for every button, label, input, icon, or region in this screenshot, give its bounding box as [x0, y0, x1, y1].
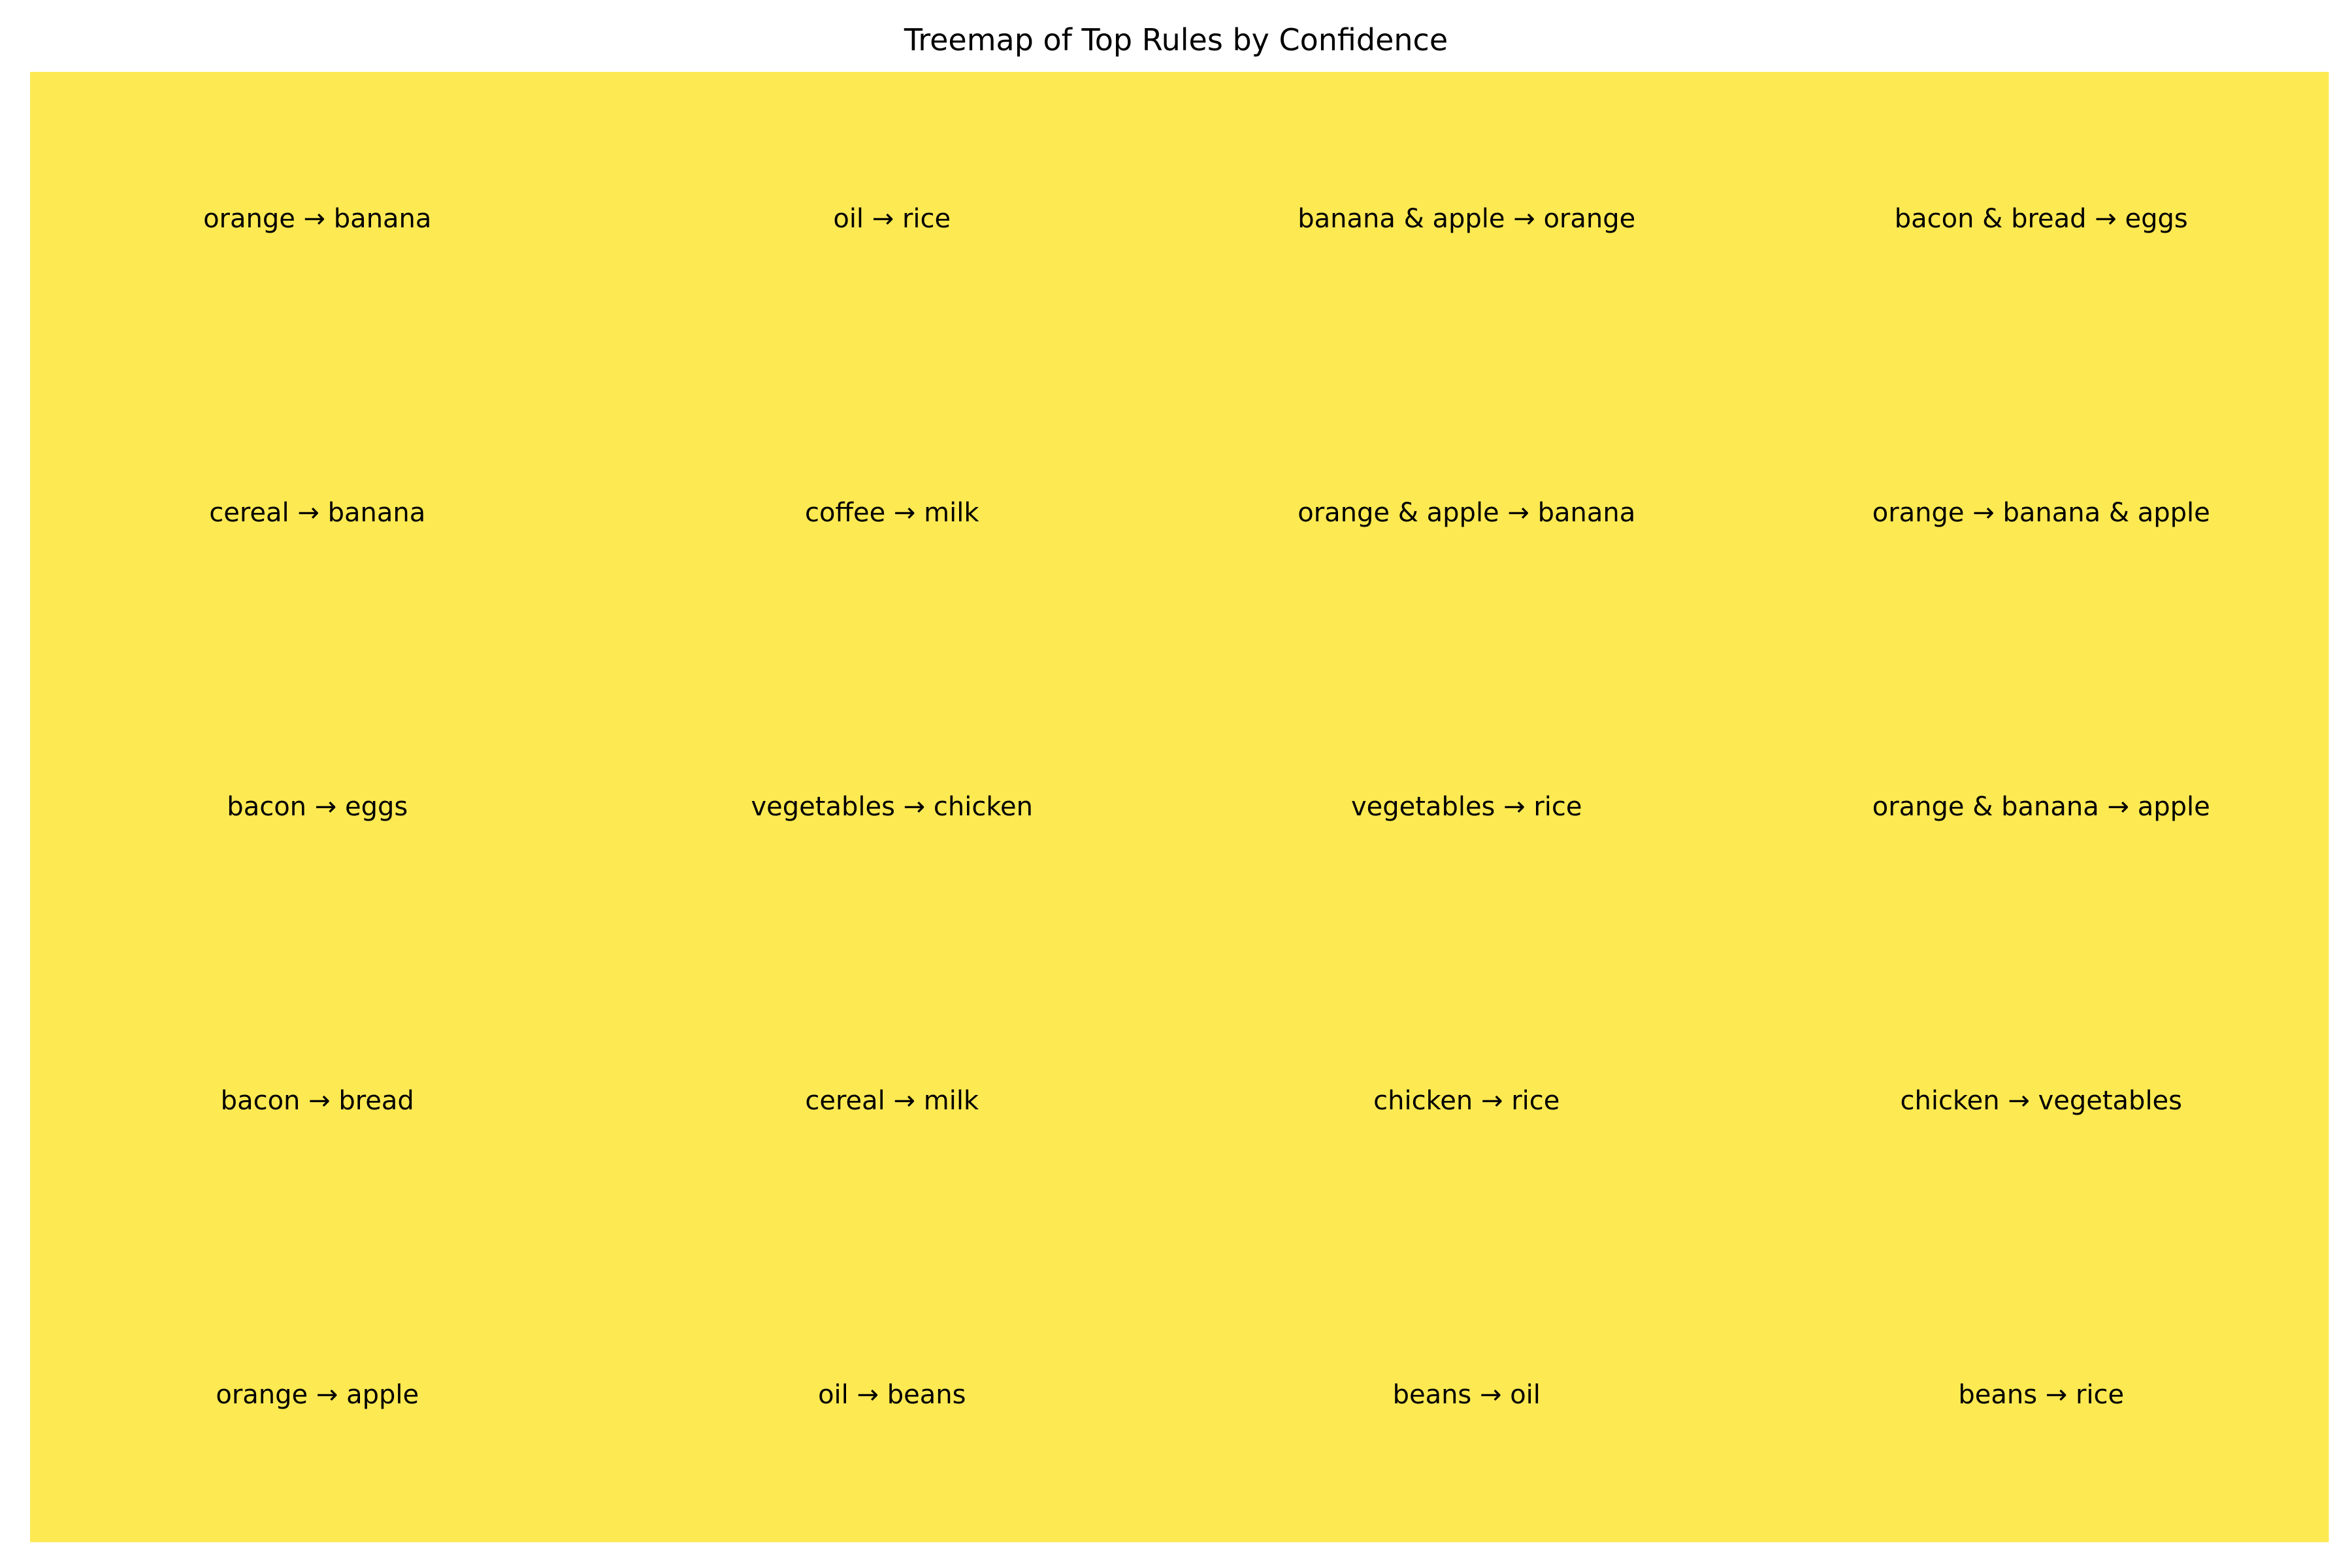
treemap-cell [604, 660, 1180, 955]
treemap-cell-label: orange → apple [216, 1380, 419, 1410]
treemap-cell-label: oil → rice [833, 204, 951, 234]
treemap-cell-label: orange & banana → apple [1872, 792, 2210, 822]
treemap-cell-label: orange → banana & apple [1872, 498, 2210, 528]
treemap-cell-label: orange & apple → banana [1298, 498, 1635, 528]
treemap-cell-label: bacon & bread → eggs [1895, 204, 2188, 234]
treemap-cell-label: beans → oil [1393, 1380, 1541, 1410]
treemap-cell-label: bacon → eggs [227, 792, 408, 822]
treemap-cell [30, 954, 605, 1249]
treemap-cell-label: beans → rice [1958, 1380, 2124, 1410]
treemap-cell [604, 72, 1180, 367]
treemap-cell-label: cereal → banana [209, 498, 425, 528]
treemap-cell [1754, 954, 2329, 1249]
treemap-cell [1754, 1248, 2329, 1543]
treemap-cell-label: chicken → rice [1373, 1086, 1560, 1116]
treemap-cell [1754, 660, 2329, 955]
treemap-cell [1179, 660, 1754, 955]
treemap-cell-label: bacon → bread [221, 1086, 414, 1116]
treemap-cell-label: orange → banana [203, 204, 431, 234]
treemap-cell-label: coffee → milk [805, 498, 979, 528]
treemap-cells: orange → banana cereal → banana bacon → eg… [30, 72, 2329, 1543]
chart-title: Treemap of Top Rules by Confidence [904, 22, 1448, 57]
treemap-cell-label: vegetables → rice [1351, 792, 1582, 822]
treemap-cell-label: banana & apple → orange [1298, 204, 1635, 234]
treemap-cell-label: chicken → vegetables [1900, 1086, 2182, 1116]
treemap-cell [604, 954, 1180, 1249]
treemap-cell [1179, 72, 1754, 367]
treemap-cell-label: oil → beans [818, 1380, 966, 1410]
treemap-cell [1179, 1248, 1754, 1543]
treemap-cell [604, 1248, 1180, 1543]
treemap-cell [30, 660, 605, 955]
treemap-cell [604, 366, 1180, 661]
treemap-cell-label: vegetables → chicken [751, 792, 1033, 822]
treemap-cell [30, 72, 605, 367]
treemap-cell [1179, 954, 1754, 1249]
treemap-cell [1754, 366, 2329, 661]
treemap-cell-label: cereal → milk [805, 1086, 979, 1116]
treemap-cell [1754, 72, 2329, 367]
treemap-cell [30, 366, 605, 661]
treemap-cell [30, 1248, 605, 1543]
treemap-cell [1179, 366, 1754, 661]
